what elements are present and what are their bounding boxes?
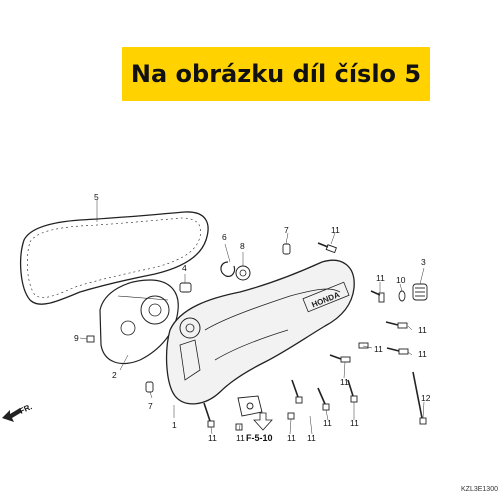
reference-marker: F-5-10 <box>246 412 273 443</box>
callout-11-center: 11 <box>340 377 349 387</box>
callout-12: 12 <box>421 393 431 403</box>
callout-11-right-lower: 11 <box>418 349 427 359</box>
callout-7-lower: 7 <box>148 401 153 411</box>
main-cover-part: HONDA <box>165 259 355 405</box>
callout-11-top: 11 <box>331 225 340 235</box>
callout-3: 3 <box>421 257 426 267</box>
leader-lines <box>79 200 425 435</box>
callout-11-bottom-left: 11 <box>208 433 217 443</box>
cap-part <box>412 283 428 301</box>
callout-9: 9 <box>74 333 79 343</box>
callout-11-center-right: 11 <box>374 344 383 354</box>
callout-11-bottom-center: 11 <box>307 433 316 443</box>
callout-11-bottom-far-right: 11 <box>350 418 359 428</box>
callout-8: 8 <box>240 241 245 251</box>
callout-6: 6 <box>222 232 227 242</box>
gasket-part <box>20 211 209 305</box>
callout-11-right-mid: 11 <box>418 325 427 335</box>
front-direction-arrow: FR. <box>2 402 34 422</box>
clamp-part <box>237 395 263 417</box>
bolt-parts <box>86 242 427 431</box>
callout-11-bottom-right: 11 <box>323 418 332 428</box>
banner-text: Na obrázku díl číslo 5 <box>130 60 422 88</box>
callout-10: 10 <box>396 275 406 285</box>
front-direction-label: FR. <box>18 402 33 416</box>
inner-cover-part <box>99 279 179 365</box>
diagram-code: KZL3E1300 <box>461 486 498 493</box>
callout-1: 1 <box>172 420 177 430</box>
dowel-pin-part <box>145 243 291 393</box>
circlip-part <box>220 261 236 277</box>
callout-2: 2 <box>112 370 117 380</box>
callout-11-bottom-clamp: 11 <box>236 433 245 443</box>
title-banner: Na obrázku díl číslo 5 <box>122 47 430 101</box>
callout-7-upper: 7 <box>284 225 289 235</box>
bearing-part <box>235 265 251 281</box>
callout-11-bottom-mid: 11 <box>287 433 296 443</box>
callout-4: 4 <box>182 263 187 273</box>
reference-label: F-5-10 <box>246 433 273 443</box>
o-ring-part <box>398 290 406 302</box>
seal-part <box>179 282 192 293</box>
callout-5: 5 <box>94 192 99 202</box>
callout-11-right-upper: 11 <box>376 273 385 283</box>
